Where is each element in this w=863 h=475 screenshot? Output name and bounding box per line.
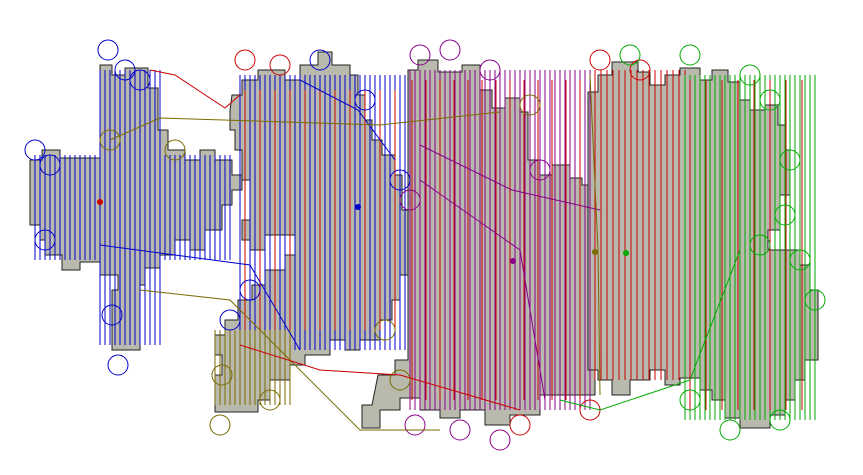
turn-loop-33 bbox=[629, 59, 651, 81]
turn-loop-32 bbox=[589, 49, 611, 71]
robot-blue-start-point bbox=[355, 204, 361, 210]
turn-loop-23 bbox=[439, 39, 461, 61]
turn-loop-38 bbox=[739, 64, 761, 86]
transit-path-5 bbox=[99, 244, 301, 351]
robot-red-start-point bbox=[97, 199, 103, 205]
turn-loop-46 bbox=[719, 419, 741, 441]
turn-loop-47 bbox=[679, 389, 701, 411]
robot-olive-start-point bbox=[592, 249, 598, 255]
transit-path-6 bbox=[139, 289, 440, 431]
turn-loop-12 bbox=[354, 89, 376, 111]
turn-loop-15 bbox=[164, 139, 186, 161]
turn-loop-25 bbox=[399, 189, 421, 211]
turn-loop-2 bbox=[114, 59, 136, 81]
transit-path-8 bbox=[559, 249, 741, 411]
turn-loop-24 bbox=[479, 59, 501, 81]
turn-loops bbox=[24, 39, 826, 451]
turn-loop-29 bbox=[529, 159, 551, 181]
turn-loop-11 bbox=[309, 49, 331, 71]
turn-loop-41 bbox=[774, 204, 796, 226]
turn-loop-22 bbox=[409, 44, 431, 66]
turn-loop-37 bbox=[679, 44, 701, 66]
turn-loop-42 bbox=[749, 234, 771, 256]
turn-loop-44 bbox=[804, 289, 826, 311]
turn-loop-34 bbox=[509, 414, 531, 436]
robot-start-points bbox=[97, 199, 629, 264]
turn-loop-27 bbox=[449, 419, 471, 441]
turn-loop-21 bbox=[519, 94, 541, 116]
turn-loop-39 bbox=[759, 89, 781, 111]
turn-loop-10 bbox=[239, 279, 261, 301]
sweep-lines bbox=[34, 70, 816, 420]
turn-loop-19 bbox=[374, 319, 396, 341]
transit-path-4 bbox=[419, 144, 601, 211]
coverage-region-2 bbox=[214, 51, 411, 413]
turn-loop-40 bbox=[779, 149, 801, 171]
turn-loop-14 bbox=[99, 129, 121, 151]
turn-loop-43 bbox=[789, 249, 811, 271]
turn-loop-1 bbox=[97, 39, 119, 61]
transit-path-2 bbox=[299, 79, 396, 161]
turn-loop-3 bbox=[129, 69, 151, 91]
turn-loop-45 bbox=[769, 409, 791, 431]
turn-loop-26 bbox=[404, 414, 426, 436]
transit-path-7 bbox=[239, 344, 521, 411]
turn-loop-20 bbox=[389, 369, 411, 391]
turn-loop-18 bbox=[259, 389, 281, 411]
turn-loop-8 bbox=[107, 354, 129, 376]
transit-path-1 bbox=[149, 69, 241, 109]
turn-loop-4 bbox=[24, 139, 46, 161]
coverage-region-4 bbox=[587, 61, 819, 429]
turn-loop-13 bbox=[389, 169, 411, 191]
transit-paths bbox=[99, 69, 741, 431]
turn-loop-7 bbox=[101, 304, 123, 326]
turn-loop-6 bbox=[34, 229, 56, 251]
robot-purple-start-point bbox=[510, 258, 516, 264]
robot-green-start-point bbox=[623, 250, 629, 256]
turn-loop-9 bbox=[219, 309, 241, 331]
turn-loop-31 bbox=[269, 54, 291, 76]
turn-loop-17 bbox=[209, 414, 231, 436]
turn-loop-5 bbox=[39, 154, 61, 176]
transit-path-10 bbox=[589, 74, 601, 396]
turn-loop-28 bbox=[489, 429, 511, 451]
turn-loop-36 bbox=[619, 44, 641, 66]
turn-loop-16 bbox=[211, 364, 233, 386]
turn-loop-30 bbox=[234, 49, 256, 71]
transit-path-3 bbox=[109, 111, 501, 141]
transit-path-9 bbox=[419, 179, 546, 401]
